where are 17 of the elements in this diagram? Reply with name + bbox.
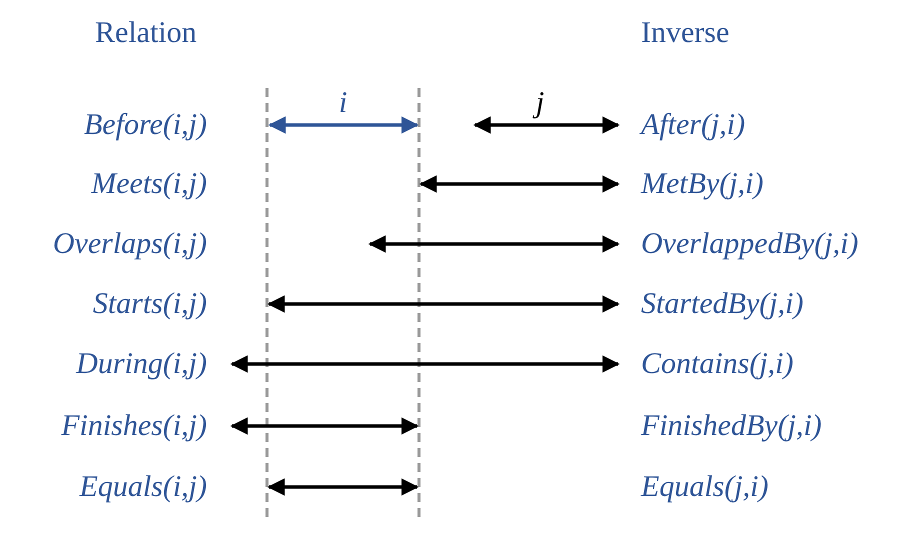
relation-name: Finishes(i,j) — [61, 408, 207, 444]
interval-label: i — [338, 85, 348, 121]
inverse-relation-name: Equals(j,i) — [641, 469, 768, 505]
inverse-relation-name: MetBy(j,i) — [641, 166, 764, 202]
inverse-relation-name: OverlappedBy(j,i) — [641, 226, 858, 262]
relation-name: Before(i,j) — [84, 107, 207, 143]
inverse-relation-name: Contains(j,i) — [641, 346, 794, 382]
column-heading: Relation — [95, 15, 197, 51]
inverse-relation-name: After(j,i) — [641, 107, 746, 143]
inverse-relation-name: StartedBy(j,i) — [641, 286, 804, 322]
relation-name: During(i,j) — [76, 346, 207, 382]
column-heading: Inverse — [641, 15, 730, 51]
relation-name: Meets(i,j) — [91, 166, 207, 202]
relation-name: Starts(i,j) — [92, 286, 207, 322]
relation-name: Equals(i,j) — [80, 469, 207, 505]
relation-name: Overlaps(i,j) — [52, 226, 207, 262]
inverse-relation-name: FinishedBy(j,i) — [641, 408, 822, 444]
